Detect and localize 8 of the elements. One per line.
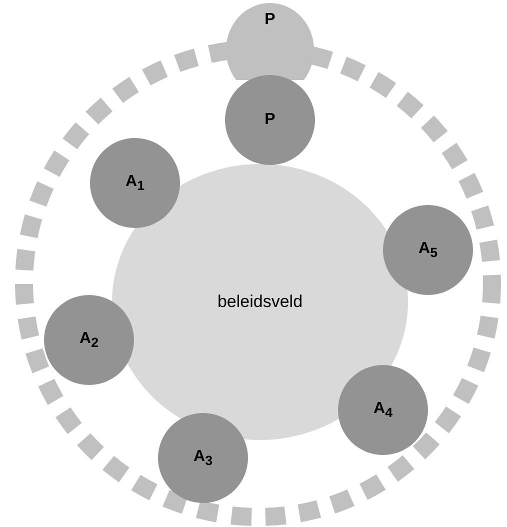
actor-label: A$_{5}$ [418,240,438,260]
actor-label: P [264,11,276,29]
actor-label: A$_{1}$ [126,172,144,194]
actor-label: A$_{4}$ [374,400,392,420]
actor-label: A$_{3}$ [194,448,212,468]
field-label: beleidsveld [217,292,303,312]
actor-label: A$_{2}$ [80,330,98,350]
actor-label: P [264,111,276,129]
